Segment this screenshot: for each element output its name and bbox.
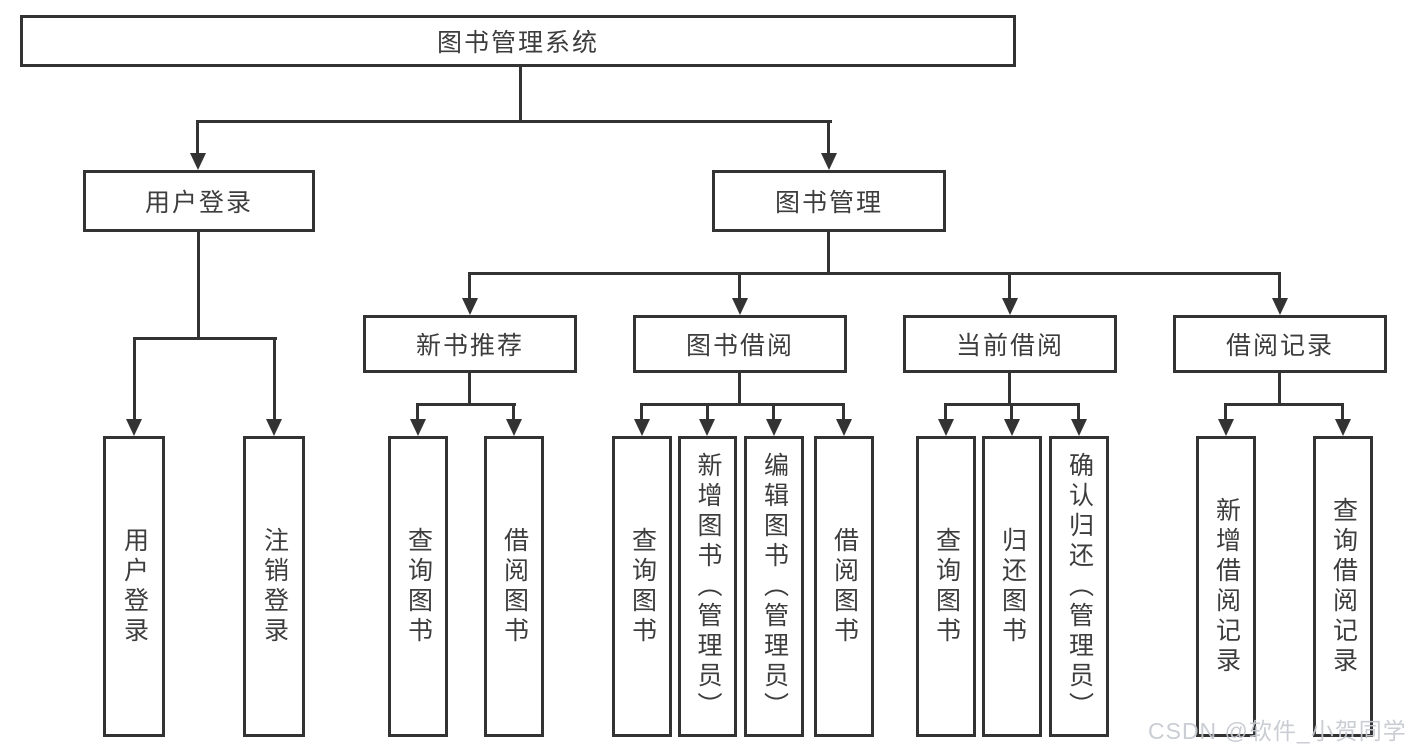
node-borrow-record: 借阅记录 xyxy=(1173,315,1387,373)
connector-mgmt-drop xyxy=(468,272,471,300)
connector-recommend-hbar xyxy=(416,403,516,406)
arrow-down-icon xyxy=(1272,298,1288,315)
connector-login-stem xyxy=(197,232,200,337)
connector-record-stem xyxy=(1278,373,1281,403)
arrow-down-icon xyxy=(1004,419,1020,436)
connector-current-stem xyxy=(1008,373,1011,403)
node-label: 确认归还（管理员） xyxy=(1065,451,1094,722)
leaf-borrow-books-1: 借阅图书 xyxy=(484,436,544,737)
connector-current-drop xyxy=(1010,403,1013,421)
leaf-logout: 注销登录 xyxy=(243,436,305,737)
connector-mgmt-drop xyxy=(738,272,741,300)
connector-recommend-drop xyxy=(512,403,515,421)
node-label: 查询图书 xyxy=(628,526,657,647)
node-label: 归还图书 xyxy=(998,526,1027,647)
arrow-down-icon xyxy=(126,419,142,436)
connector-current-drop xyxy=(944,403,947,421)
leaf-confirm-return-admin: 确认归还（管理员） xyxy=(1049,436,1109,737)
connector-root-hbar xyxy=(196,120,832,123)
connector-borrow-drop xyxy=(640,403,643,421)
arrow-down-icon xyxy=(821,153,837,170)
arrow-down-icon xyxy=(462,298,478,315)
connector-borrow-drop xyxy=(706,403,709,421)
node-book-management: 图书管理 xyxy=(712,170,946,232)
watermark: CSDN @软件_小贺同学 xyxy=(1148,718,1405,744)
connector-recommend-drop xyxy=(416,403,419,421)
arrow-down-icon xyxy=(938,419,954,436)
connector-record-drop xyxy=(1224,403,1227,421)
node-label: 注销登录 xyxy=(260,526,289,647)
connector-mgmt-drop xyxy=(1278,272,1281,300)
node-user-login: 用户登录 xyxy=(83,170,315,232)
arrow-down-icon xyxy=(190,153,206,170)
node-label: 新增图书（管理员） xyxy=(694,451,722,722)
arrow-down-icon xyxy=(766,419,782,436)
connector-root-stem xyxy=(519,67,522,120)
arrow-down-icon xyxy=(732,298,748,315)
connector-borrow-stem xyxy=(738,373,741,403)
node-label: 查询借阅记录 xyxy=(1329,496,1358,677)
arrow-down-icon xyxy=(410,419,426,436)
node-label: 借阅图书 xyxy=(830,526,859,647)
leaf-query-books-2: 查询图书 xyxy=(612,436,672,737)
leaf-query-books-1: 查询图书 xyxy=(388,436,448,737)
connector-login-drop xyxy=(273,337,276,421)
connector-root-right-drop xyxy=(827,120,830,156)
connector-record-hbar xyxy=(1224,403,1344,406)
node-label: 编辑图书（管理员） xyxy=(760,451,789,722)
connector-login-hbar xyxy=(133,337,277,340)
node-label: 用户登录 xyxy=(120,526,149,647)
leaf-query-borrow-record: 查询借阅记录 xyxy=(1313,436,1373,737)
leaf-return-books: 归还图书 xyxy=(982,436,1042,737)
node-label: 借阅图书 xyxy=(500,526,529,647)
arrow-down-icon xyxy=(634,419,650,436)
leaf-add-borrow-record: 新增借阅记录 xyxy=(1196,436,1256,737)
node-library-system: 图书管理系统 xyxy=(20,15,1016,67)
leaf-add-books-admin: 新增图书（管理员） xyxy=(678,436,737,737)
leaf-edit-books-admin: 编辑图书（管理员） xyxy=(744,436,804,737)
arrow-down-icon xyxy=(506,419,522,436)
node-current-borrow: 当前借阅 xyxy=(903,315,1117,373)
connector-mgmt-drop xyxy=(1008,272,1011,300)
arrow-down-icon xyxy=(1218,419,1234,436)
arrow-down-icon xyxy=(699,419,715,436)
connector-mgmt-stem xyxy=(827,232,830,272)
node-label: 新增借阅记录 xyxy=(1212,496,1241,677)
connector-login-drop xyxy=(133,337,136,421)
arrow-down-icon xyxy=(266,419,282,436)
arrow-down-icon xyxy=(1071,419,1087,436)
arrow-down-icon xyxy=(1335,419,1351,436)
node-label: 查询图书 xyxy=(932,526,961,647)
leaf-user-login: 用户登录 xyxy=(103,436,165,737)
node-label: 查询图书 xyxy=(404,526,433,647)
connector-record-drop xyxy=(1341,403,1344,421)
connector-current-drop xyxy=(1077,403,1080,421)
node-book-borrow: 图书借阅 xyxy=(633,315,847,373)
leaf-borrow-books-2: 借阅图书 xyxy=(814,436,874,737)
connector-recommend-stem xyxy=(468,373,471,403)
connector-root-left-drop xyxy=(196,120,199,156)
connector-borrow-drop xyxy=(842,403,845,421)
leaf-query-books-3: 查询图书 xyxy=(916,436,976,737)
connector-borrow-hbar xyxy=(640,403,845,406)
connector-borrow-drop xyxy=(772,403,775,421)
node-new-book-recommend: 新书推荐 xyxy=(363,315,577,373)
arrow-down-icon xyxy=(1002,298,1018,315)
arrow-down-icon xyxy=(836,419,852,436)
connector-mgmt-hbar xyxy=(468,272,1281,275)
